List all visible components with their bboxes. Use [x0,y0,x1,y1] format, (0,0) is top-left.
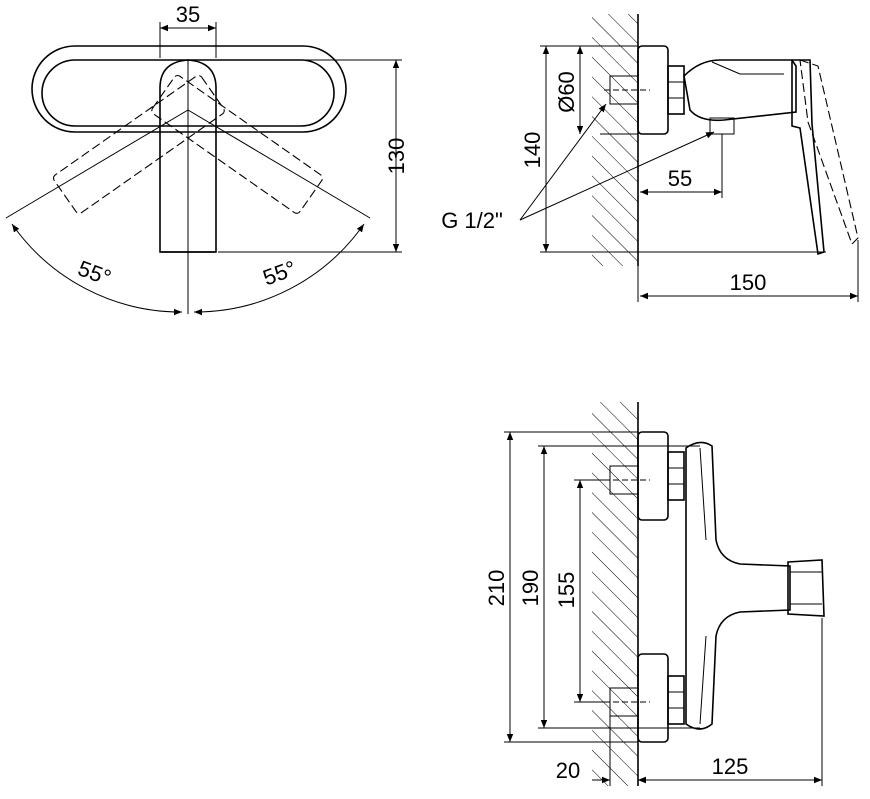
lever-side [791,59,825,256]
dim-front-190: 190 [518,570,543,607]
dim-front-210: 210 [484,570,509,607]
rosette-top-front [637,431,669,521]
handle-rotated-left [52,74,225,214]
dim-front-20: 20 [556,758,580,783]
mixer-body-front [685,441,791,730]
outlet-knob [787,559,825,617]
handle-rotated-right [151,74,324,214]
dim-top-height: 130 [384,138,409,175]
top-view: 35 130 55° 55° [5,2,409,316]
mixer-body-top [31,45,347,133]
wall-side [592,14,638,266]
thread-label: G 1/2" [441,208,503,233]
dim-angle-left: 55° [75,256,115,291]
front-view: 210 190 155 20 125 [484,402,825,786]
mixer-body-side [683,59,797,122]
dim-angle-right: 55° [260,256,300,291]
lever-side-rotated [799,59,859,246]
dim-diameter: Ø60 [554,71,579,113]
dim-top-width: 35 [176,2,200,27]
dim-depth: 150 [730,270,767,295]
dim-side-height: 140 [520,132,545,169]
dim-offset: 55 [668,166,692,191]
rosette-bottom-front [637,653,669,743]
dim-front-155: 155 [554,572,579,609]
side-view: Ø60 140 55 150 G 1/2" [441,14,859,302]
dim-front-125: 125 [712,754,749,779]
